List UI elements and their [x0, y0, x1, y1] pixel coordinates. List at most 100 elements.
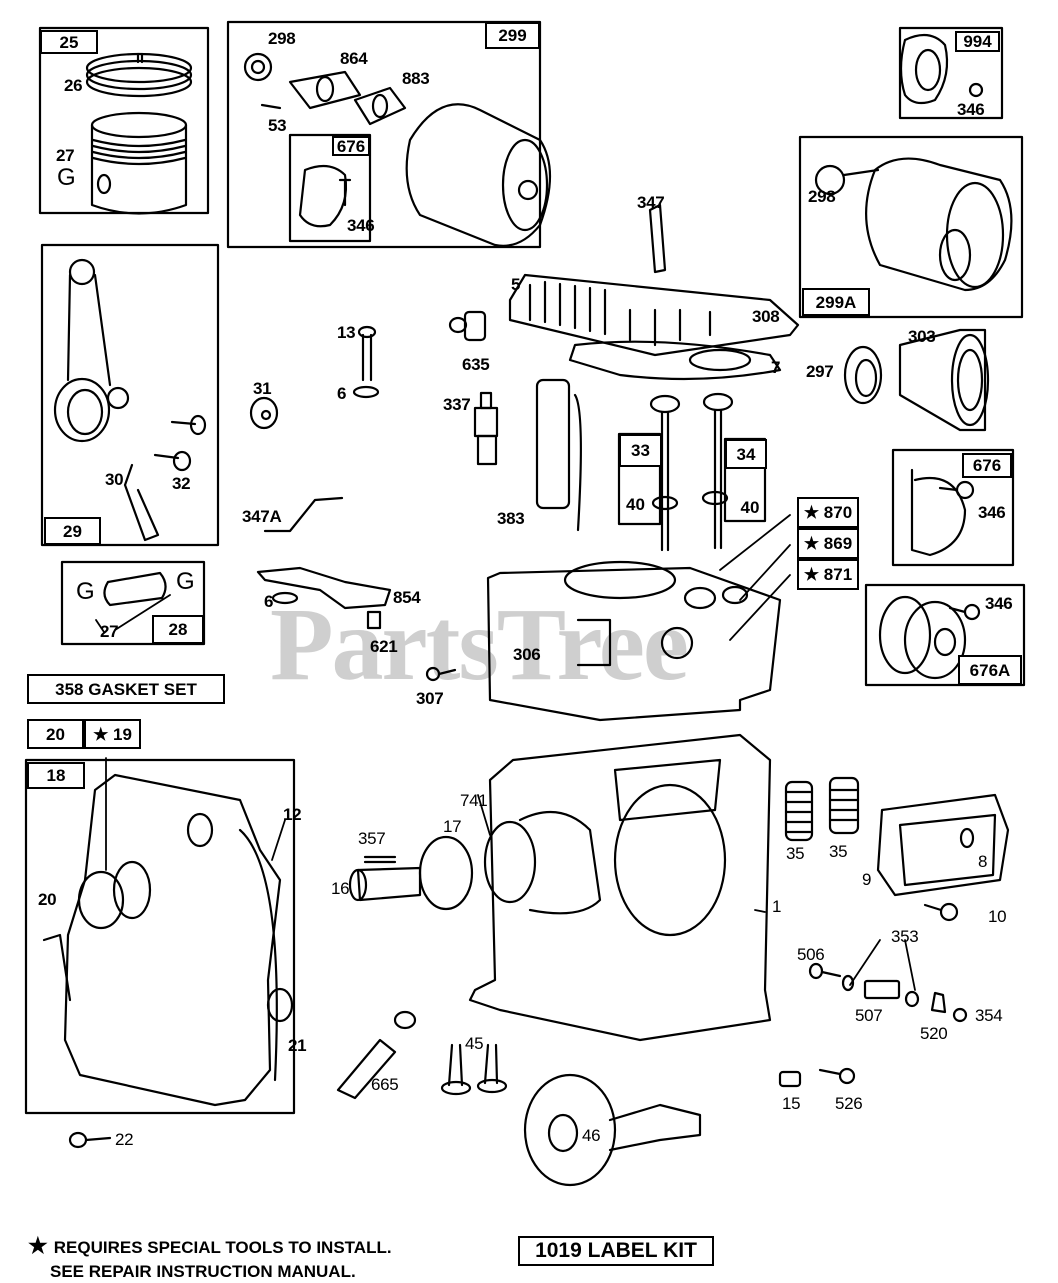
callout-17[interactable]: 17	[443, 817, 462, 836]
callout-357[interactable]: 357	[358, 829, 386, 848]
callout-7[interactable]: 7	[771, 358, 781, 377]
tag-gasket-set[interactable]: 358 GASKET SET	[27, 674, 225, 704]
callout-45[interactable]: 45	[465, 1034, 484, 1053]
callout-31[interactable]: 31	[253, 379, 272, 398]
kit-box-299A	[798, 135, 1024, 319]
callout-741[interactable]: 741	[460, 791, 488, 810]
callout-6-a[interactable]: 6	[337, 384, 347, 403]
callout-303[interactable]: 303	[908, 327, 936, 346]
callout-506[interactable]: 506	[797, 945, 825, 964]
piston-drawing	[90, 111, 188, 215]
callout-53[interactable]: 53	[268, 116, 287, 135]
label-kit-button[interactable]: 1019 LABEL KIT	[518, 1236, 714, 1266]
breather-cover-drawing	[876, 793, 1010, 897]
tag-valve-retainer-a[interactable]: 40	[626, 495, 645, 514]
ignition-armature-drawing	[535, 378, 582, 532]
valves-drawing	[649, 392, 734, 552]
callout-35-a[interactable]: 35	[786, 844, 805, 863]
screw-307-drawing	[425, 666, 457, 682]
callout-12[interactable]: 12	[283, 805, 302, 824]
callout-46[interactable]: 46	[582, 1126, 601, 1145]
callout-308[interactable]: 308	[752, 307, 780, 326]
callout-383[interactable]: 383	[497, 509, 525, 528]
muffler-drawing	[243, 52, 552, 247]
tag-piston-kit[interactable]: 25	[40, 30, 98, 54]
tag-bearing-19[interactable]: ★ 19	[84, 719, 141, 749]
callout-621[interactable]: 621	[370, 637, 398, 656]
connecting-rod-drawing	[53, 258, 207, 542]
callout-1[interactable]: 1	[772, 897, 782, 916]
callout-665[interactable]: 665	[371, 1075, 399, 1094]
callout-507[interactable]: 507	[855, 1006, 883, 1025]
callout-347A[interactable]: 347A	[242, 507, 282, 526]
callout-298[interactable]: 298	[268, 29, 296, 48]
callout-15[interactable]: 15	[782, 1094, 801, 1113]
callout-298-b[interactable]: 298	[808, 187, 836, 206]
callout-346-a[interactable]: 346	[347, 216, 375, 235]
callout-526[interactable]: 526	[835, 1094, 863, 1113]
tag-exhaust-valve[interactable]: 34	[725, 439, 767, 469]
footnote-line-1: REQUIRES SPECIAL TOOLS TO INSTALL.	[53, 1238, 392, 1257]
guard-676-drawing	[910, 468, 975, 557]
callout-6-b[interactable]: 6	[264, 592, 274, 611]
cylinder-head-drawing	[508, 203, 800, 357]
callout-8[interactable]: 8	[978, 852, 988, 871]
callout-32[interactable]: 32	[172, 474, 191, 493]
tag-muffler-kit[interactable]: 299	[485, 22, 540, 49]
callout-346-b[interactable]: 346	[957, 100, 985, 119]
callout-297[interactable]: 297	[806, 362, 834, 381]
tag-deflector-994[interactable]: 994	[955, 31, 1000, 52]
tag-oil-seal-20[interactable]: 20	[27, 719, 84, 749]
tag-part-870[interactable]: ★ 870	[797, 497, 859, 528]
callout-26[interactable]: 26	[64, 76, 83, 95]
grass-screen-303-drawing	[898, 328, 990, 432]
callout-347[interactable]: 347	[637, 193, 665, 212]
tag-connecting-rod[interactable]: 29	[44, 517, 101, 545]
callout-27[interactable]: 27	[56, 146, 75, 165]
callout-16[interactable]: 16	[331, 879, 350, 898]
callout-10[interactable]: 10	[988, 907, 1007, 926]
tag-part-871[interactable]: ★ 871	[797, 559, 859, 590]
crankcase-drawing	[468, 733, 772, 1042]
callout-864[interactable]: 864	[340, 49, 368, 68]
callout-353[interactable]: 353	[891, 927, 919, 946]
kit-box-994	[898, 26, 1004, 120]
callout-854[interactable]: 854	[393, 588, 421, 607]
callout-520[interactable]: 520	[920, 1024, 948, 1043]
callout-9[interactable]: 9	[862, 870, 872, 889]
callout-27-b[interactable]: 27	[100, 622, 119, 641]
callout-21[interactable]: 21	[288, 1036, 307, 1055]
tag-guard-676[interactable]: 676	[962, 453, 1012, 478]
tag-guard-676A[interactable]: 676A	[958, 655, 1022, 685]
tag-crankcase-cover[interactable]: 18	[27, 762, 85, 789]
guard-676-small-drawing	[298, 164, 352, 228]
leader-lines	[95, 514, 916, 991]
tag-guard-676-small[interactable]: 676	[332, 136, 370, 156]
footnote-line-2: SEE REPAIR INSTRUCTION MANUAL.	[50, 1261, 356, 1281]
star-icon: ★	[28, 1233, 48, 1258]
tag-intake-valve[interactable]: 33	[619, 434, 662, 467]
tag-valve-retainer-b[interactable]: 40	[740, 497, 760, 517]
callout-30[interactable]: 30	[105, 470, 124, 489]
callout-20[interactable]: 20	[38, 890, 57, 909]
callout-883[interactable]: 883	[402, 69, 430, 88]
callout-346-c[interactable]: 346	[978, 503, 1006, 522]
callout-337[interactable]: 337	[443, 395, 471, 414]
link-347A-drawing	[263, 496, 344, 533]
callout-346-d[interactable]: 346	[985, 594, 1013, 613]
callout-307[interactable]: 307	[416, 689, 444, 708]
callout-35-b[interactable]: 35	[829, 842, 848, 861]
callout-306[interactable]: 306	[513, 645, 541, 664]
tag-part-869[interactable]: ★ 869	[797, 528, 859, 559]
fitting-665-drawing	[336, 1010, 417, 1100]
callout-635[interactable]: 635	[462, 355, 490, 374]
callout-5[interactable]: 5	[511, 275, 521, 294]
callout-354[interactable]: 354	[975, 1006, 1003, 1025]
callout-13[interactable]: 13	[337, 323, 356, 342]
bolt-13-drawing	[352, 325, 380, 399]
tag-muffler-299A[interactable]: 299A	[802, 288, 870, 316]
tag-piston-pin[interactable]: 28	[152, 615, 204, 644]
callout-22[interactable]: 22	[115, 1130, 134, 1149]
